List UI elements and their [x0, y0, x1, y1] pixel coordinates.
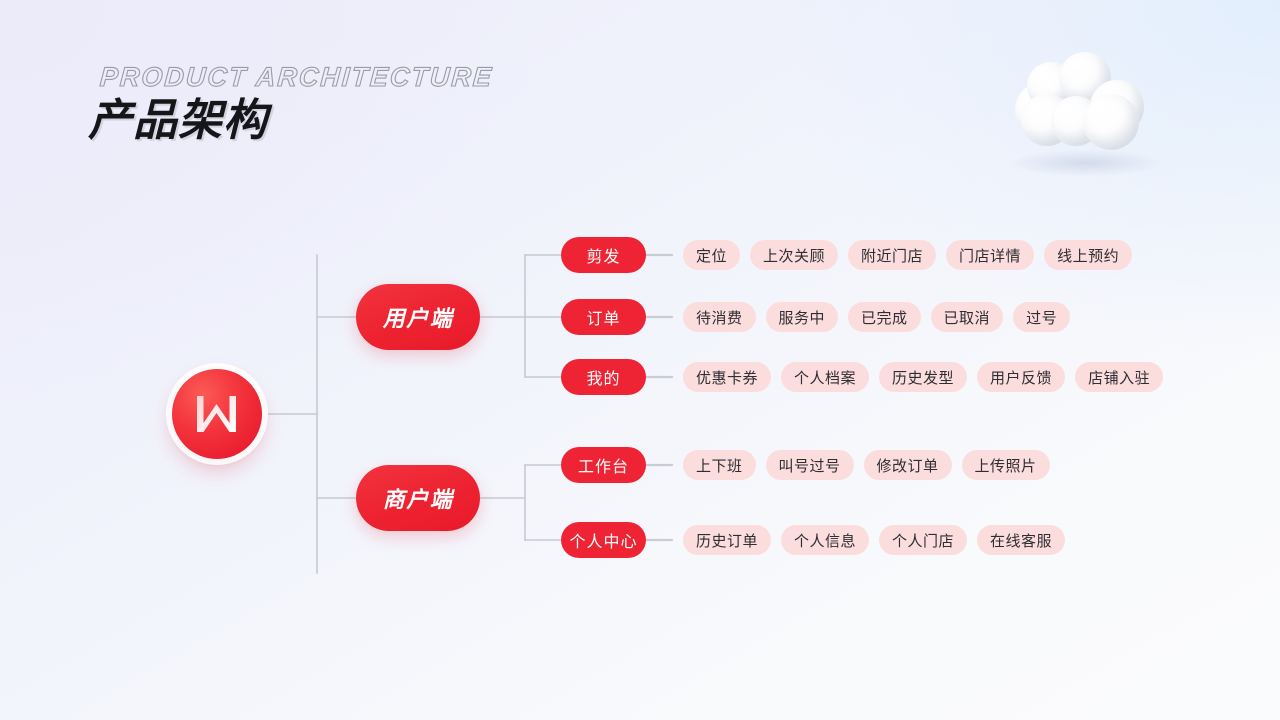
leaf-label: 历史订单 [696, 532, 759, 550]
group-node-label: 我的 [586, 371, 621, 388]
page-title-chinese: 产品架构 [88, 96, 268, 145]
leaf-item[interactable]: 在线客服 [977, 525, 1066, 555]
leaf-label: 个人档案 [794, 369, 857, 387]
leaf-label: 店铺入驻 [1088, 369, 1151, 387]
leaf-label: 在线客服 [990, 532, 1053, 550]
group-node-mine[interactable]: 我的 [561, 359, 646, 395]
leaf-row-mine: 优惠卡券 个人档案 历史发型 用户反馈 店铺入驻 [683, 362, 1164, 392]
branch-node-user[interactable]: 用户端 [356, 284, 480, 350]
leaf-item[interactable]: 历史订单 [683, 525, 772, 555]
leaf-label: 上传照片 [974, 457, 1037, 475]
leaf-item[interactable]: 门店详情 [946, 240, 1035, 270]
brand-logo[interactable] [172, 369, 262, 459]
group-node-personal-center[interactable]: 个人中心 [561, 522, 646, 558]
leaf-label: 上次关顾 [763, 247, 826, 265]
leaf-item[interactable]: 已取消 [930, 302, 1004, 332]
leaf-label: 已取消 [943, 309, 991, 327]
leaf-item[interactable]: 店铺入驻 [1075, 362, 1164, 392]
leaf-item[interactable]: 叫号过号 [765, 450, 854, 480]
leaf-label: 附近门店 [861, 247, 924, 265]
leaf-label: 修改订单 [876, 457, 939, 475]
leaf-item[interactable]: 用户反馈 [977, 362, 1066, 392]
leaf-row-personal-center: 历史订单 个人信息 个人门店 在线客服 [683, 525, 1066, 555]
leaf-label: 线上预约 [1057, 247, 1120, 265]
logo-m-icon [197, 396, 236, 432]
leaf-label: 服务中 [778, 309, 826, 327]
leaf-label: 待消费 [696, 309, 743, 327]
leaf-item[interactable]: 服务中 [765, 302, 839, 332]
leaf-item[interactable]: 上次关顾 [750, 240, 839, 270]
leaf-label: 历史发型 [892, 369, 955, 387]
leaf-label: 优惠卡券 [696, 369, 759, 387]
leaf-row-workbench: 上下班 叫号过号 修改订单 上传照片 [683, 450, 1050, 480]
leaf-item[interactable]: 个人信息 [781, 525, 870, 555]
group-node-label: 工作台 [577, 459, 629, 476]
leaf-item[interactable]: 修改订单 [863, 450, 952, 480]
leaf-label: 叫号过号 [778, 457, 841, 475]
group-node-label: 剪发 [586, 249, 621, 266]
group-node-order[interactable]: 订单 [561, 299, 646, 335]
leaf-item[interactable]: 线上预约 [1044, 240, 1133, 270]
leaf-item[interactable]: 上传照片 [961, 450, 1050, 480]
leaf-item[interactable]: 上下班 [683, 450, 756, 480]
group-node-label: 个人中心 [569, 534, 638, 551]
branch-node-label: 商户端 [382, 487, 454, 512]
leaf-item[interactable]: 附近门店 [848, 240, 937, 270]
leaf-label: 个人门店 [892, 532, 955, 550]
leaf-item[interactable]: 定位 [683, 240, 741, 270]
group-node-label: 订单 [586, 311, 621, 328]
branch-node-merchant[interactable]: 商户端 [356, 465, 480, 531]
cloud-3d-icon [995, 38, 1180, 178]
leaf-label: 已完成 [861, 309, 908, 327]
leaf-row-order: 待消费 服务中 已完成 已取消 过号 [683, 302, 1071, 332]
leaf-label: 过号 [1026, 309, 1058, 327]
leaf-item[interactable]: 个人门店 [879, 525, 968, 555]
leaf-item[interactable]: 待消费 [683, 302, 756, 332]
cloud-shadow [1011, 150, 1161, 176]
cloud-puff [1083, 94, 1139, 150]
leaf-item[interactable]: 过号 [1013, 302, 1071, 332]
group-node-haircut[interactable]: 剪发 [561, 237, 646, 273]
leaf-item[interactable]: 已完成 [848, 302, 921, 332]
leaf-label: 门店详情 [959, 247, 1022, 265]
leaf-label: 定位 [696, 247, 728, 265]
leaf-item[interactable]: 个人档案 [781, 362, 870, 392]
group-node-workbench[interactable]: 工作台 [561, 447, 646, 483]
branch-node-label: 用户端 [382, 306, 454, 331]
leaf-label: 上下班 [696, 457, 743, 475]
leaf-label: 用户反馈 [990, 369, 1053, 387]
leaf-item[interactable]: 历史发型 [879, 362, 968, 392]
leaf-label: 个人信息 [794, 532, 857, 550]
leaf-item[interactable]: 优惠卡券 [683, 362, 772, 392]
leaf-row-haircut: 定位 上次关顾 附近门店 门店详情 线上预约 [683, 240, 1133, 270]
